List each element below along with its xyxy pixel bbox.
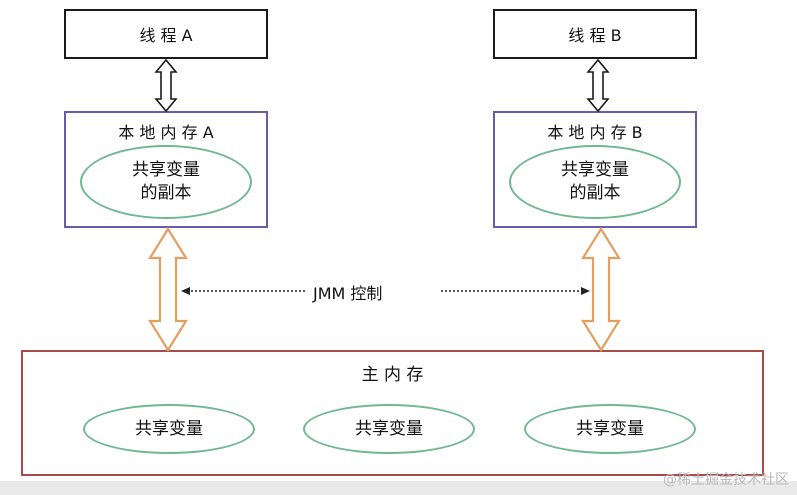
- watermark: @稀土掘金技术社区: [663, 472, 789, 488]
- thread-a-box: 线 程 A: [64, 9, 268, 59]
- main-memory-box: 主 内 存 共享变量 共享变量 共享变量: [21, 350, 764, 476]
- jmm-dotted-arrow-left: [181, 287, 305, 295]
- local-a-copy-ellipse: 共享变量 的副本: [80, 145, 252, 219]
- shared-variable-ellipse-1: 共享变量: [83, 404, 255, 454]
- local-memory-b: 本 地 内 存 B 共享变量 的副本: [493, 111, 697, 228]
- shared-variable-label-3: 共享变量: [576, 418, 644, 439]
- local-memory-a: 本 地 内 存 A 共享变量 的副本: [64, 111, 268, 228]
- thread-a-label: 线 程 A: [139, 26, 193, 45]
- local-memory-a-title: 本 地 内 存 A: [118, 123, 214, 142]
- jmm-dotted-arrow-right: [441, 287, 590, 295]
- thread-b-box: 线 程 B: [493, 9, 697, 59]
- thread-b-label: 线 程 B: [568, 26, 622, 45]
- local-b-copy-ellipse: 共享变量 的副本: [509, 145, 681, 219]
- thread-a-local-arrow: [154, 58, 178, 113]
- shared-variable-label-1: 共享变量: [135, 418, 203, 439]
- local-a-main-arrow: [148, 226, 188, 353]
- local-b-main-arrow: [581, 226, 621, 353]
- main-memory-title: 主 内 存: [361, 365, 424, 385]
- local-a-copy-line1: 共享变量: [132, 160, 200, 181]
- local-b-copy-line1: 共享变量: [561, 160, 629, 181]
- shared-variable-ellipse-2: 共享变量: [303, 404, 475, 454]
- shared-variable-ellipse-3: 共享变量: [524, 404, 696, 454]
- jmm-control-label: JMM 控制: [309, 280, 387, 304]
- thread-b-local-arrow: [586, 58, 610, 113]
- local-memory-b-title: 本 地 内 存 B: [547, 123, 643, 142]
- bottom-strip: [0, 481, 797, 495]
- local-b-copy-line2: 的副本: [569, 183, 621, 203]
- shared-variable-label-2: 共享变量: [355, 418, 423, 439]
- local-a-copy-line2: 的副本: [140, 183, 192, 203]
